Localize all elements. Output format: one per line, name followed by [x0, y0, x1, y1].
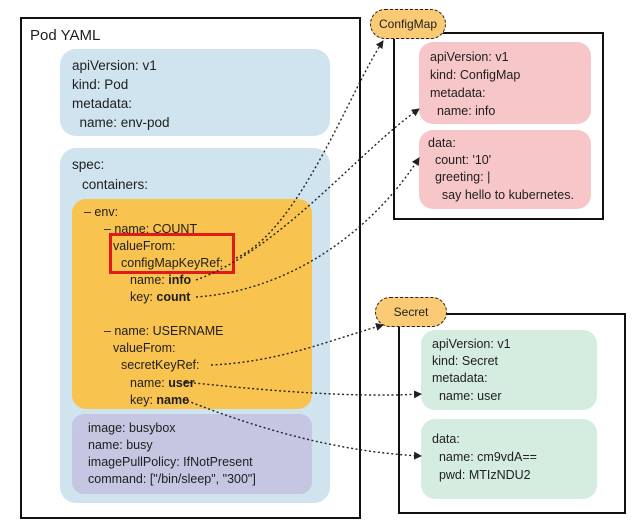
count-ref-name: name: info [130, 273, 191, 287]
username-ref-name-label: name: [130, 376, 169, 390]
pod-metadata-label: metadata: [72, 96, 133, 111]
container-box [72, 414, 312, 494]
container-command: command: ["/bin/sleep", "300"] [88, 472, 256, 486]
arrow-secretkeyref-to-secret [210, 323, 384, 366]
configmap-frame [393, 32, 604, 220]
pod-metadata-name: name: env-pod [72, 115, 170, 130]
count-ref-key: key: count [130, 290, 190, 304]
count-value-from: valueFrom: [113, 239, 176, 253]
secret-metadata-name: name: user [432, 389, 502, 403]
secret-metadata-label: metadata: [432, 371, 488, 385]
container-image: image: busybox [88, 421, 176, 435]
username-secret-key-ref: secretKeyRef: [121, 358, 200, 372]
secret-frame [398, 313, 626, 514]
configmap-metadata-name: name: info [430, 104, 496, 118]
arrow-name-info-to-configmap-name [195, 108, 420, 281]
secret-data-label: data: [432, 432, 460, 446]
spec-label: spec: [72, 157, 105, 172]
count-ref-key-label: key: [130, 290, 157, 304]
configmap-metadata-label: metadata: [430, 86, 486, 100]
env-count-name: – name: COUNT [104, 222, 198, 236]
username-ref-key-value: name [156, 393, 190, 407]
arrow-key-count-to-configmap-count [195, 157, 420, 298]
username-ref-name-value: user [168, 376, 195, 390]
configmap-kind: kind: ConfigMap [430, 68, 521, 82]
pod-yaml-frame [20, 17, 361, 519]
secret-data-name: name: cm9vdA== [432, 450, 537, 464]
arrow-configmapkeyref-to-configmap [235, 40, 384, 259]
pod-kind: kind: Pod [72, 77, 129, 92]
count-ref-name-label: name: [130, 273, 169, 287]
env-username-name: – name: USERNAME [104, 324, 224, 338]
arrow-key-name-to-secret-data-name [182, 398, 422, 460]
env-label: – env: [84, 205, 119, 219]
count-ref-key-value: count [156, 290, 191, 304]
configmap-data-label: data: [428, 136, 456, 150]
secret-kind: kind: Secret [432, 354, 499, 368]
containers-label: containers: [82, 177, 149, 192]
configmap-metadata-box [419, 42, 591, 124]
username-ref-name: name: user [130, 376, 195, 390]
pod-metadata-box [60, 49, 330, 136]
configmap-data-greeting-text: say hello to kubernetes. [428, 188, 574, 202]
pod-yaml-title: Pod YAML [30, 27, 101, 44]
secret-metadata-box [421, 330, 597, 410]
count-ref-name-value: info [168, 273, 192, 287]
container-image-pull-policy: imagePullPolicy: IfNotPresent [88, 455, 253, 469]
pod-api-version: apiVersion: v1 [72, 58, 157, 73]
configmap-data-count: count: '10' [428, 153, 492, 167]
configmap-ref-highlight [109, 233, 235, 274]
username-ref-key: key: name [130, 393, 189, 407]
secret-api-version: apiVersion: v1 [432, 337, 511, 351]
username-value-from: valueFrom: [113, 341, 176, 355]
username-ref-key-label: key: [130, 393, 157, 407]
secret-data-pwd: pwd: MTIzNDU2 [432, 468, 531, 482]
configmap-api-version: apiVersion: v1 [430, 50, 509, 64]
arrow-name-user-to-secret-name [184, 381, 422, 399]
container-name: name: busy [88, 438, 153, 452]
configmap-data-greeting: greeting: | [428, 170, 491, 184]
count-configmap-key-ref: configMapKeyRef: [121, 256, 224, 270]
secret-data-box [421, 419, 597, 499]
configmap-badge: ConfigMap [370, 9, 446, 39]
configmap-data-box [419, 130, 591, 209]
secret-badge: Secret [375, 297, 447, 327]
